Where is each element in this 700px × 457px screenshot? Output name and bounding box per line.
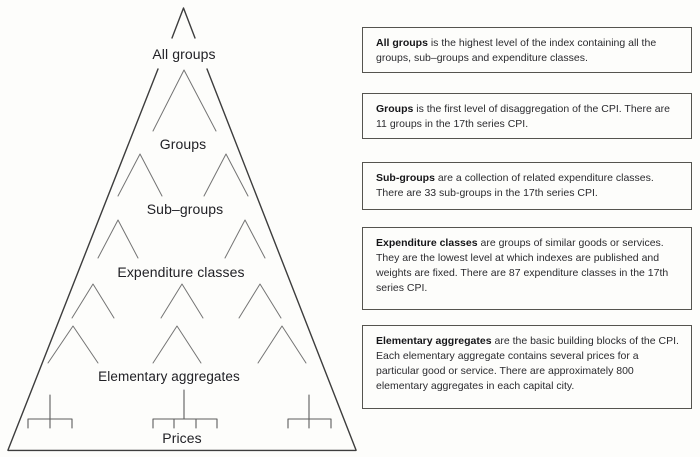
- prices-fork-right: [287, 394, 332, 429]
- info-box-all-groups-text: All groups is the highest level of the i…: [363, 28, 691, 66]
- pyramid-label-groups: Groups: [159, 136, 207, 152]
- pyramid-left-edge: [7, 68, 159, 451]
- branch-chevron-subgroups-right: [203, 153, 249, 197]
- pyramid-right-edge: [206, 68, 357, 451]
- info-box-elementary-aggregates: Elementary aggregates are the basic buil…: [362, 325, 692, 409]
- info-box-all-groups: All groups is the highest level of the i…: [362, 27, 692, 73]
- branch-chevron-elementary-row1-mid: [160, 283, 204, 319]
- branch-chevron-elementary-row1-right: [238, 283, 282, 319]
- branch-chevron-elementary-row2-right: [257, 325, 307, 364]
- info-box-groups-description: is the first level of disaggregation of …: [376, 103, 670, 130]
- pyramid-label-sub-groups: Sub–groups: [146, 201, 224, 217]
- pyramid-label-expenditure-classes: Expenditure classes: [117, 264, 245, 280]
- prices-fork-left: [27, 394, 73, 429]
- branch-chevron-expenditure-left: [97, 219, 139, 259]
- pyramid-apex: [171, 7, 196, 39]
- info-box-expenditure-classes: Expenditure classes are groups of simila…: [362, 227, 692, 310]
- info-box-sub-groups-term: Sub-groups: [376, 172, 435, 184]
- branch-chevron-elementary-row1-left: [71, 283, 115, 319]
- info-box-elementary-aggregates-description: are the basic building blocks of the CPI…: [376, 335, 679, 392]
- info-box-sub-groups-description: are a collection of related expenditure …: [376, 172, 654, 199]
- branch-chevron-elementary-row2-mid: [152, 325, 202, 364]
- info-box-groups-text: Groups is the first level of disaggregat…: [363, 94, 691, 132]
- branch-chevron-expenditure-right: [224, 219, 266, 259]
- info-box-expenditure-classes-description: are groups of similar goods or services.…: [376, 237, 669, 294]
- pyramid-label-elementary-aggregates: Elementary aggregates: [98, 369, 240, 384]
- info-box-expenditure-classes-text: Expenditure classes are groups of simila…: [363, 228, 691, 296]
- info-box-elementary-aggregates-term: Elementary aggregates: [376, 335, 492, 347]
- info-box-sub-groups: Sub-groups are a collection of related e…: [362, 162, 692, 210]
- prices-fork-middle: [152, 389, 218, 429]
- info-box-groups: Groups is the first level of disaggregat…: [362, 93, 692, 139]
- pyramid-label-all-groups: All groups: [152, 46, 216, 62]
- info-box-all-groups-description: is the highest level of the index contai…: [376, 37, 657, 64]
- info-box-expenditure-classes-term: Expenditure classes: [376, 237, 478, 249]
- info-box-all-groups-term: All groups: [376, 37, 428, 49]
- branch-chevron-subgroups-left: [117, 153, 163, 197]
- info-box-groups-term: Groups: [376, 103, 414, 115]
- info-box-sub-groups-text: Sub-groups are a collection of related e…: [363, 163, 691, 201]
- branch-chevron-groups: [152, 69, 217, 132]
- branch-chevron-elementary-row2-left: [47, 325, 99, 364]
- pyramid-label-prices: Prices: [162, 430, 202, 446]
- info-box-elementary-aggregates-text: Elementary aggregates are the basic buil…: [363, 326, 691, 394]
